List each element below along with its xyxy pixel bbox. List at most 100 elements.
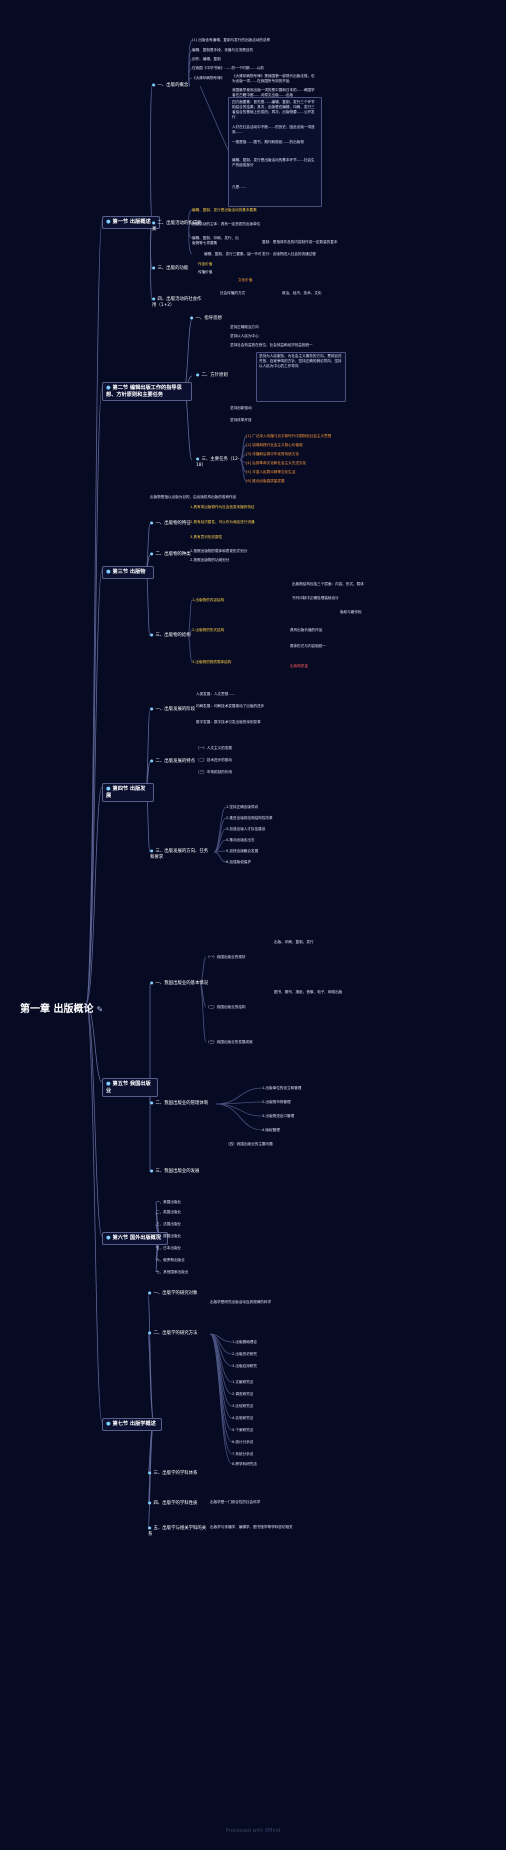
s4-sub-direction[interactable]: ●三、出版发展的方向、任务和要求 [150, 848, 209, 860]
s6-item-6: 六、俄罗斯出版业 [156, 1258, 185, 1262]
s1-function-3: 文化价值 [238, 278, 253, 282]
s2-task-4: [4] 弘扬革命文化和社会主义先进文化 [246, 461, 307, 465]
section-6[interactable]: ●第六节 国外出版概况 [102, 1232, 168, 1245]
s4-dir-link-5 [213, 851, 227, 863]
s3-structure-4: 版权与著作权 [340, 610, 362, 614]
s4-trait-2: （二）技术进步的推动 [196, 758, 232, 762]
s1-function-1: 作品价值 [198, 262, 213, 266]
s7-item-11: 7.系统分析法 [232, 1452, 254, 1456]
bullet-icon: ● [152, 296, 156, 301]
section-5[interactable]: ●第五节 我国出版业 [102, 1078, 158, 1097]
s1-elem-link-0 [188, 209, 193, 225]
s5-sub-development[interactable]: ●三、我国出版业的发展 [150, 1168, 200, 1174]
s3-sub-types[interactable]: ●二、出版物的种类 [150, 551, 191, 557]
bullet-icon: ● [148, 1330, 152, 1335]
s7-method-link-10 [209, 1333, 233, 1465]
s4-stage-1: 人类发展：人文思想…… [196, 692, 236, 696]
section-4-label: 第四节 出版发展 [106, 786, 146, 799]
s3-sub-features[interactable]: ●一、出版物的特征 [150, 520, 191, 526]
s7-item-13: 出版学是一门综合性的社会科学 [210, 1500, 261, 1504]
bullet-icon: ● [152, 220, 156, 225]
s3-sub-structure[interactable]: ●三、出版物的结构 [150, 632, 191, 638]
s3-structure-2: 2.出版物的形式结构 [192, 628, 225, 632]
bullet-icon: ● [148, 1525, 152, 1530]
s1-sub-social[interactable]: ●四、出版活动的社会作用（1+2） [152, 296, 202, 308]
s5-item-9: 4.版权管理 [262, 1128, 280, 1132]
circle-icon: ● [106, 1235, 111, 1241]
bullet-icon: ● [150, 848, 154, 853]
s4-direction-3: 3.加强出版人才队伍建设 [226, 827, 266, 831]
section-1[interactable]: ●第一节 出版概述 [102, 216, 160, 229]
s7-item-7: 3.比较研究法 [232, 1404, 254, 1408]
s4-sub-stages[interactable]: ●一、出版发展的阶段 [150, 706, 196, 712]
section-7[interactable]: ●第七节 出版学概述 [102, 1418, 162, 1431]
s2-sub-tasks[interactable]: ●三、主要任务（12-18） [196, 456, 240, 468]
s3-note-1: 出版物结构包括三个层面：内容、形式、载体 [292, 582, 364, 586]
s7-sub-relation[interactable]: ●五、出版学与相关学科的关系 [148, 1525, 207, 1537]
s7-item-6: 2.调查研究法 [232, 1392, 254, 1396]
s1-explain-4: 编辑、复制、发行是出版活动的基本环节……社会生产的组成部分 [232, 158, 315, 167]
bullet-icon: ● [150, 632, 154, 637]
s5-item-10: （四）我国出版业的主要问题 [226, 1142, 273, 1146]
s6-item-4: 四、德国出版业 [156, 1234, 182, 1238]
s2-task-5: [5] 丰富人民群众精神文化生活 [246, 470, 296, 474]
s1-element-6: 发行：出版物进入社会的流通过程 [262, 252, 316, 256]
s3-struct-link-2 [187, 635, 193, 663]
s5-item-5: 图书、期刊、报纸、音像、电子、网络出版 [274, 990, 343, 994]
s1-sub-concept[interactable]: ●一、出版的概念 [152, 82, 189, 88]
s2-principle-3: 坚持改革开放 [230, 418, 252, 422]
s6-item-5: 五、日本出版业 [156, 1246, 182, 1250]
s2-guide-2: 坚持以人民为中心 [230, 334, 259, 338]
s7-item-5: 1.文献研究法 [232, 1380, 254, 1384]
circle-icon: ● [106, 786, 111, 792]
section-3[interactable]: ●第三节 出版物 [102, 566, 154, 579]
section-5-label: 第五节 我国出版业 [106, 1081, 151, 1094]
bullet-icon: ● [148, 1500, 152, 1505]
root-to-section-6 [85, 1003, 103, 1237]
s5-item-link-0 [199, 956, 207, 985]
s1-def-6: 《大清印刷物专律》是我国第一部现代出版法规，也为出版一词……在我国所专用的开始 [232, 74, 315, 83]
s5-mgmt-link-0 [215, 1087, 263, 1105]
s1-def-1: (1) 出版含有编辑、复制与发行的出版活动的总称 [192, 38, 271, 42]
s1-branch-concept [150, 85, 153, 222]
s5-item-1: （一）我国出版业的现状 [206, 955, 246, 959]
s7-branch-0 [147, 1293, 155, 1423]
root-topic[interactable]: 第一章 出版概论✎ [20, 1000, 103, 1015]
circle-icon: ● [106, 1421, 111, 1427]
s5-sub-management[interactable]: ●二、我国出版业的管理体制 [150, 1100, 209, 1106]
s1-def-2: 编辑、复制是手段，传播与交流是目的 [192, 48, 254, 52]
circle-icon: ● [106, 385, 111, 391]
s4-sub-traits[interactable]: ●二、出版发展的特点 [150, 758, 196, 764]
s7-sub-method[interactable]: ●二、出版学的研究方法 [148, 1330, 198, 1336]
s3-type-2: 2.按照出版物的功用划分 [190, 558, 230, 562]
s7-item-14: 出版学与传播学、编辑学、图书馆学等学科密切相关 [210, 1525, 293, 1529]
s3-feature-2: 2.具有经济属性、可以作为商品进行流通 [190, 520, 255, 524]
s7-item-1: 出版学是研究出版活动及其规律的科学 [210, 1300, 272, 1304]
s2-sub-guide[interactable]: ●一、指导思想 [190, 315, 222, 321]
root-title: 第一章 出版概论 [20, 1004, 94, 1015]
s3-note-3: 具有出版价值的作品 [290, 628, 323, 632]
s4-stage-3: 数字发展：数字技术引发出版的深刻变革 [196, 720, 261, 724]
s7-sub-nature[interactable]: ●四、出版学的学科性质 [148, 1500, 198, 1506]
s1-sub-elements[interactable]: ●二、出版活动的构成要素 [152, 220, 202, 232]
root-to-section-3 [85, 569, 103, 1005]
bullet-icon: ● [196, 372, 200, 377]
s1-def-5: 《大清印刷物专律》 [192, 76, 225, 80]
s5-sub-basic[interactable]: ●一、我国出版业的基本情况 [150, 980, 209, 986]
section-4[interactable]: ●第四节 出版发展 [102, 783, 154, 802]
s2-sub-principles[interactable]: ●二、方针原则 [196, 372, 228, 378]
s5-item-3: （三）我国出版业的发展成就 [206, 1040, 253, 1044]
s2-principles-box [256, 352, 346, 402]
s1-explain-box [228, 97, 322, 207]
s1-def-7: 我国最早使用出版一词的是中国和日本的……两国学者在古籍中都……对原文出版……出版 [232, 88, 315, 97]
s5-item-2: （二）我国出版业的结构 [206, 1005, 246, 1009]
bullet-icon: ● [190, 315, 194, 320]
s7-sub-object[interactable]: ●一、出版学的研究对象 [148, 1290, 198, 1296]
s4-direction-6: 6.加强版权保护 [226, 860, 251, 864]
circle-icon: ● [106, 569, 111, 575]
s7-sub-system[interactable]: ●三、出版学的学科体系 [148, 1470, 198, 1476]
s1-sub-functions[interactable]: ●三、出版的功能 [152, 265, 189, 271]
section-1-label: 第一节 出版概述 [112, 219, 151, 225]
section-2[interactable]: ●第二节 编辑出版工作的指导思想、方针原则和主要任务 [102, 382, 192, 401]
s4-stage-2: 印刷发展：印刷技术发展推动了出版的进步 [196, 704, 265, 708]
